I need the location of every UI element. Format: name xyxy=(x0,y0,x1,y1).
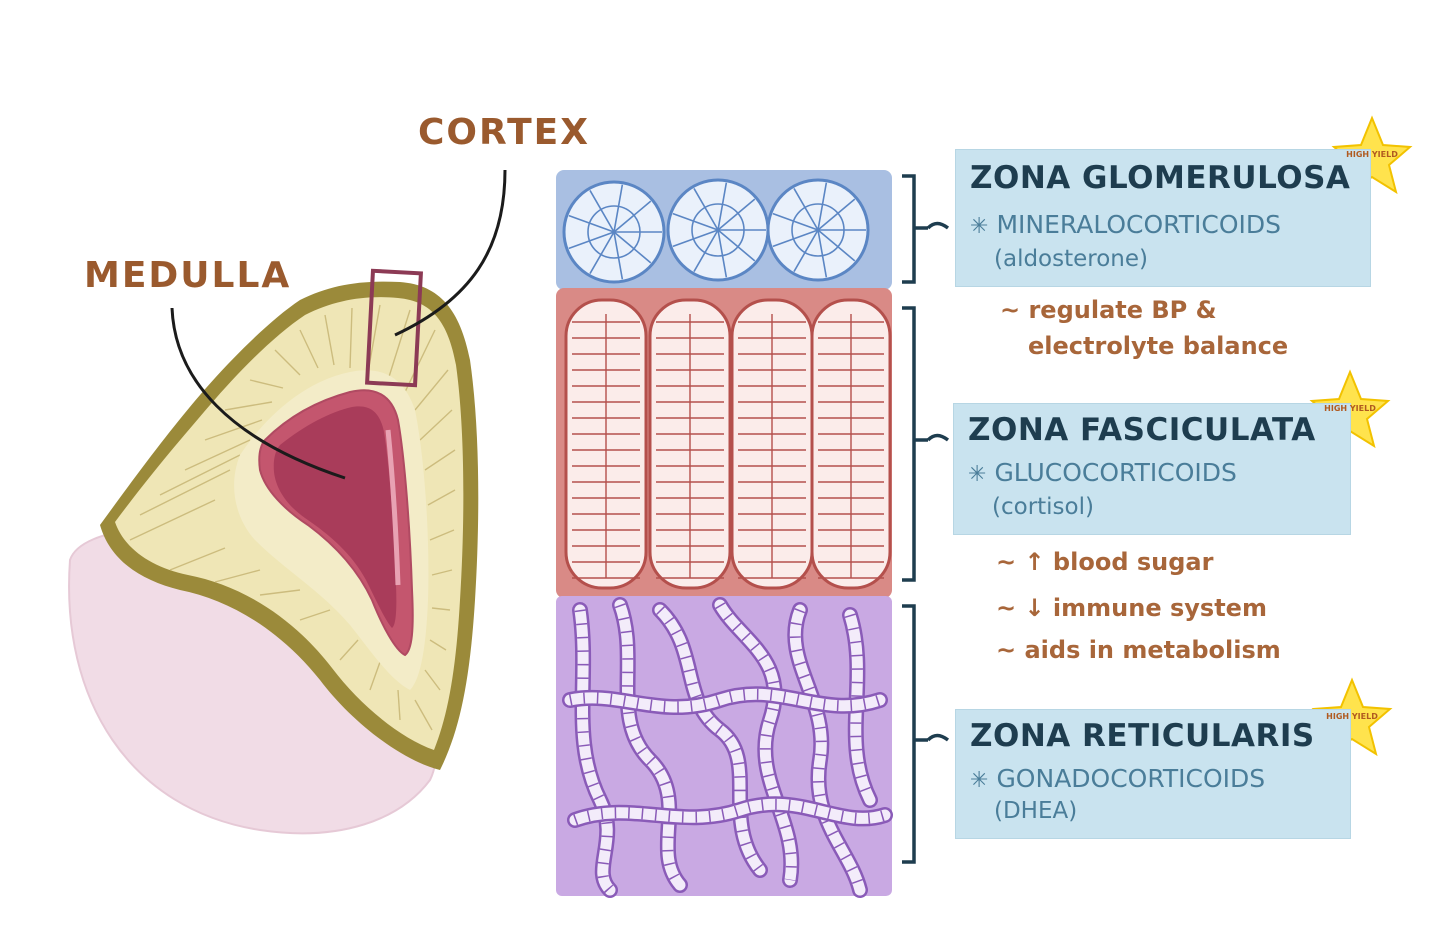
zone-title: ZONA RETICULARIS xyxy=(970,718,1315,754)
zone-title: ZONA FASCICULATA xyxy=(968,412,1316,448)
zone-hormone-class: ✳GONADOCORTICOIDS xyxy=(970,764,1266,793)
cell-wall xyxy=(589,190,615,233)
fasciculata-bracket-connector xyxy=(926,433,950,442)
reticularis-bracket xyxy=(902,604,928,864)
asterisk-icon: ✳ xyxy=(970,768,989,793)
function-line: ~ ↑ blood sugar xyxy=(996,548,1214,576)
cortex-label: CORTEX xyxy=(418,112,591,153)
reticularis-cell-chain-fill xyxy=(714,599,797,886)
fasciculata-bracket xyxy=(902,306,928,582)
reticularis-cell-chain-fill xyxy=(789,604,866,896)
cell-wall xyxy=(672,229,719,248)
glomerulosa-bracket-connector xyxy=(926,221,950,230)
zone-example-hormone: (DHEA) xyxy=(994,798,1078,824)
function-line: ~ aids in metabolism xyxy=(996,636,1281,664)
asterisk-icon: ✳ xyxy=(970,214,989,239)
cell-wall xyxy=(589,231,615,274)
zona-fasciculata-box: ZONA FASCICULATA ✳GLUCOCORTICOIDS (corti… xyxy=(954,404,1350,534)
cell-wall xyxy=(793,229,819,272)
medulla-leader-line xyxy=(170,307,346,480)
cell-wall xyxy=(817,229,856,262)
cell-ring xyxy=(691,203,745,257)
reticularis-bracket-connector xyxy=(926,733,950,742)
glomerulosa-cell-clusters xyxy=(562,178,870,284)
function-line: ~ regulate BP & xyxy=(1000,296,1217,324)
zone-hormone-class: ✳MINERALOCORTICOIDS xyxy=(970,210,1282,239)
zone-example-hormone: (aldosterone) xyxy=(994,246,1149,272)
high-yield-badge-text: HIGH YIELD xyxy=(1346,150,1398,159)
reticularis-cell-chain-fill xyxy=(614,599,686,891)
zone-hormone-class: ✳GLUCOCORTICOIDS xyxy=(968,458,1237,487)
cortex-leader-line xyxy=(394,169,507,337)
zone-brackets xyxy=(902,174,950,864)
cell-wall xyxy=(772,229,819,248)
cell-ring xyxy=(791,203,845,257)
cell-wall xyxy=(568,214,615,233)
asterisk-icon: ✳ xyxy=(968,462,987,487)
cell-wall xyxy=(672,212,719,231)
cell-wall xyxy=(568,231,615,250)
zone-example-hormone: (cortisol) xyxy=(992,494,1094,520)
zone-title: ZONA GLOMERULOSA xyxy=(970,160,1351,196)
cell-wall xyxy=(772,212,819,231)
cell-wall xyxy=(573,798,887,826)
reticularis-cell-chain-fill xyxy=(564,688,886,713)
medulla-label: MEDULLA xyxy=(84,255,292,296)
cell-wall xyxy=(613,184,624,233)
cell-wall xyxy=(574,609,615,894)
high-yield-badge-text: HIGH YIELD xyxy=(1326,712,1378,721)
zona-reticularis-box: ZONA RETICULARIS ✳GONADOCORTICOIDS (DHEA… xyxy=(956,710,1350,838)
cortex-selection-box xyxy=(365,268,423,388)
cell-wall xyxy=(793,188,819,231)
cell-wall xyxy=(817,182,828,231)
cell-wall xyxy=(693,188,719,231)
cell-wall xyxy=(717,229,728,278)
histology-column xyxy=(556,170,893,898)
reticularis-cell-network xyxy=(562,597,893,898)
cell-wall xyxy=(717,182,728,231)
adrenal-gland-cross-section xyxy=(68,169,507,835)
cell-ring xyxy=(587,205,641,259)
fasciculata-cell-columns xyxy=(564,298,892,590)
reticularis-cell-chain-fill xyxy=(654,604,766,876)
medulla-highlight xyxy=(385,429,401,586)
high-yield-badge-text: HIGH YIELD xyxy=(1324,404,1376,413)
cell-wall xyxy=(613,231,624,280)
cell-wall xyxy=(817,229,828,278)
cell-wall xyxy=(693,229,719,272)
cell-wall xyxy=(717,198,756,231)
cell-wall xyxy=(613,231,652,264)
cell-wall xyxy=(613,200,652,233)
function-line: electrolyte balance xyxy=(1028,332,1289,360)
cell-wall xyxy=(817,198,856,231)
function-line: ~ ↓ immune system xyxy=(996,594,1267,622)
cortex-striations xyxy=(129,304,456,731)
zona-glomerulosa-box: ZONA GLOMERULOSA ✳MINERALOCORTICOIDS (al… xyxy=(956,150,1370,286)
cell-wall xyxy=(717,229,756,262)
glomerulosa-bracket xyxy=(902,174,928,284)
